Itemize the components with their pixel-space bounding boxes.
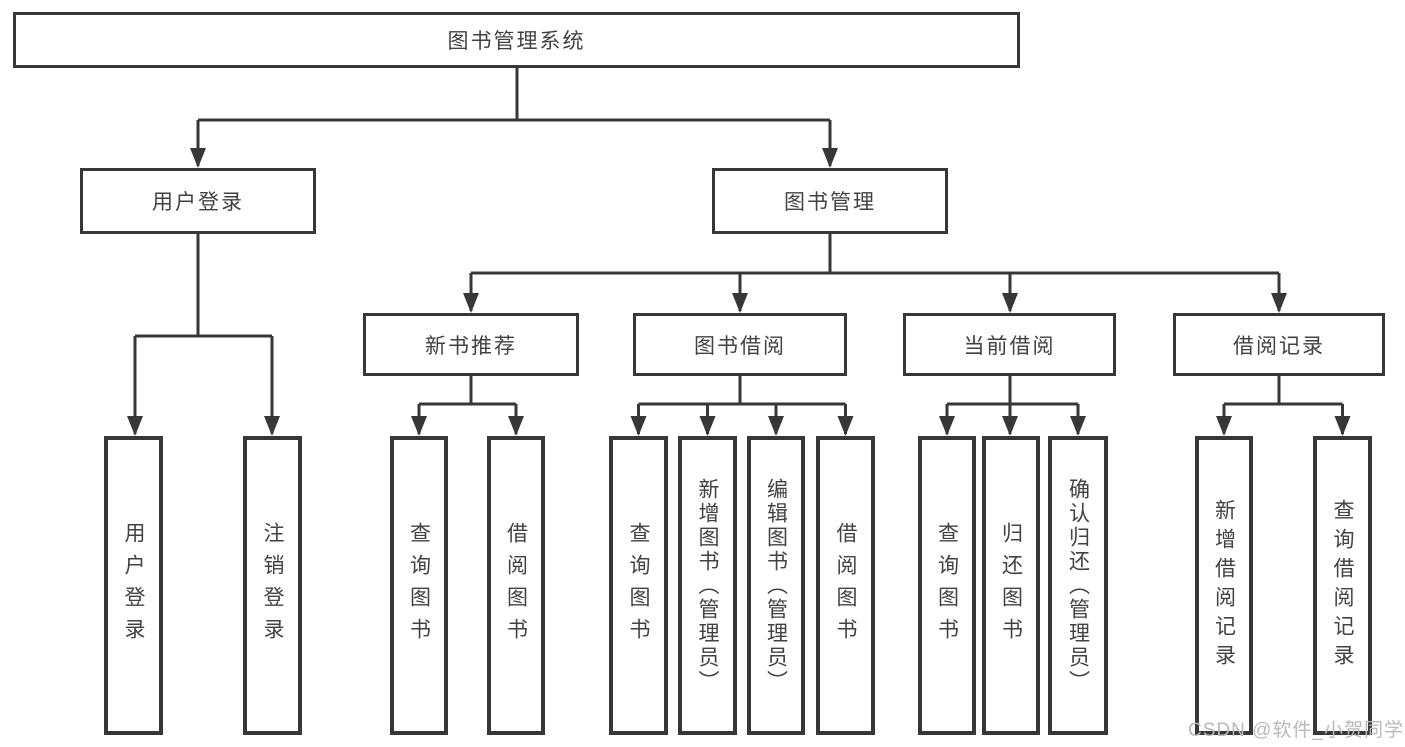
leaf-confirm-return-admin: 确认归还（管理员） — [1048, 436, 1108, 735]
node-label: 借阅记录 — [1233, 334, 1325, 358]
node-label: 用户登录 — [152, 191, 244, 214]
branch-root — [190, 68, 838, 168]
branch-book-borrowing — [630, 376, 854, 436]
leaf-return-books: 归还图书 — [982, 436, 1040, 735]
node-label: 当前借阅 — [963, 334, 1056, 358]
node-book-borrowing: 图书借阅 — [633, 313, 847, 376]
node-label: 新增图书（管理员） — [696, 477, 719, 694]
node-label: 查询图书 — [407, 521, 431, 650]
node-label: 确认归还（管理员） — [1066, 477, 1090, 694]
node-label: 图书管理系统 — [447, 30, 586, 53]
branch-new-book-rec — [411, 376, 524, 436]
csdn-watermark: CSDN @软件_小贺同学 — [1188, 720, 1404, 741]
node-label: 新增借阅记录 — [1212, 498, 1236, 673]
node-label: 归还图书 — [999, 521, 1023, 650]
branch-borrow-records — [1216, 376, 1351, 436]
branch-user-login — [127, 234, 280, 436]
node-label: 借阅图书 — [504, 521, 528, 650]
leaf-user-login: 用户登录 — [104, 436, 163, 735]
node-new-book-recommendation: 新书推荐 — [363, 313, 579, 376]
node-label: 用户登录 — [122, 521, 145, 650]
node-label: 借阅图书 — [834, 521, 857, 650]
leaf-borrow-books-1: 借阅图书 — [487, 436, 545, 735]
node-label: 图书借阅 — [694, 334, 786, 358]
leaf-logout: 注销登录 — [243, 436, 302, 735]
node-root-system: 图书管理系统 — [13, 12, 1020, 68]
leaf-query-borrow-record: 查询借阅记录 — [1313, 436, 1372, 735]
leaf-query-books-1: 查询图书 — [390, 436, 448, 735]
branch-current-borrowing — [939, 376, 1086, 436]
node-label: 新书推荐 — [425, 334, 517, 358]
node-label: 查询图书 — [627, 521, 650, 650]
leaf-query-books-3: 查询图书 — [918, 436, 976, 735]
leaf-query-books-2: 查询图书 — [609, 436, 668, 735]
leaf-borrow-books-2: 借阅图书 — [816, 436, 875, 735]
branch-book-management — [463, 234, 1287, 313]
node-borrowing-records: 借阅记录 — [1173, 313, 1385, 376]
leaf-add-books-admin: 新增图书（管理员） — [678, 436, 737, 735]
node-current-borrowing: 当前借阅 — [903, 313, 1116, 376]
node-user-login: 用户登录 — [80, 168, 316, 234]
node-book-management: 图书管理 — [712, 168, 948, 234]
node-label: 查询借阅记录 — [1331, 498, 1354, 673]
leaf-add-borrow-record: 新增借阅记录 — [1195, 436, 1253, 735]
node-label: 编辑图书（管理员） — [764, 477, 788, 694]
leaf-edit-books-admin: 编辑图书（管理员） — [747, 436, 805, 735]
node-label: 查询图书 — [935, 521, 959, 650]
node-label: 注销登录 — [261, 521, 284, 650]
node-label: 图书管理 — [784, 191, 876, 214]
